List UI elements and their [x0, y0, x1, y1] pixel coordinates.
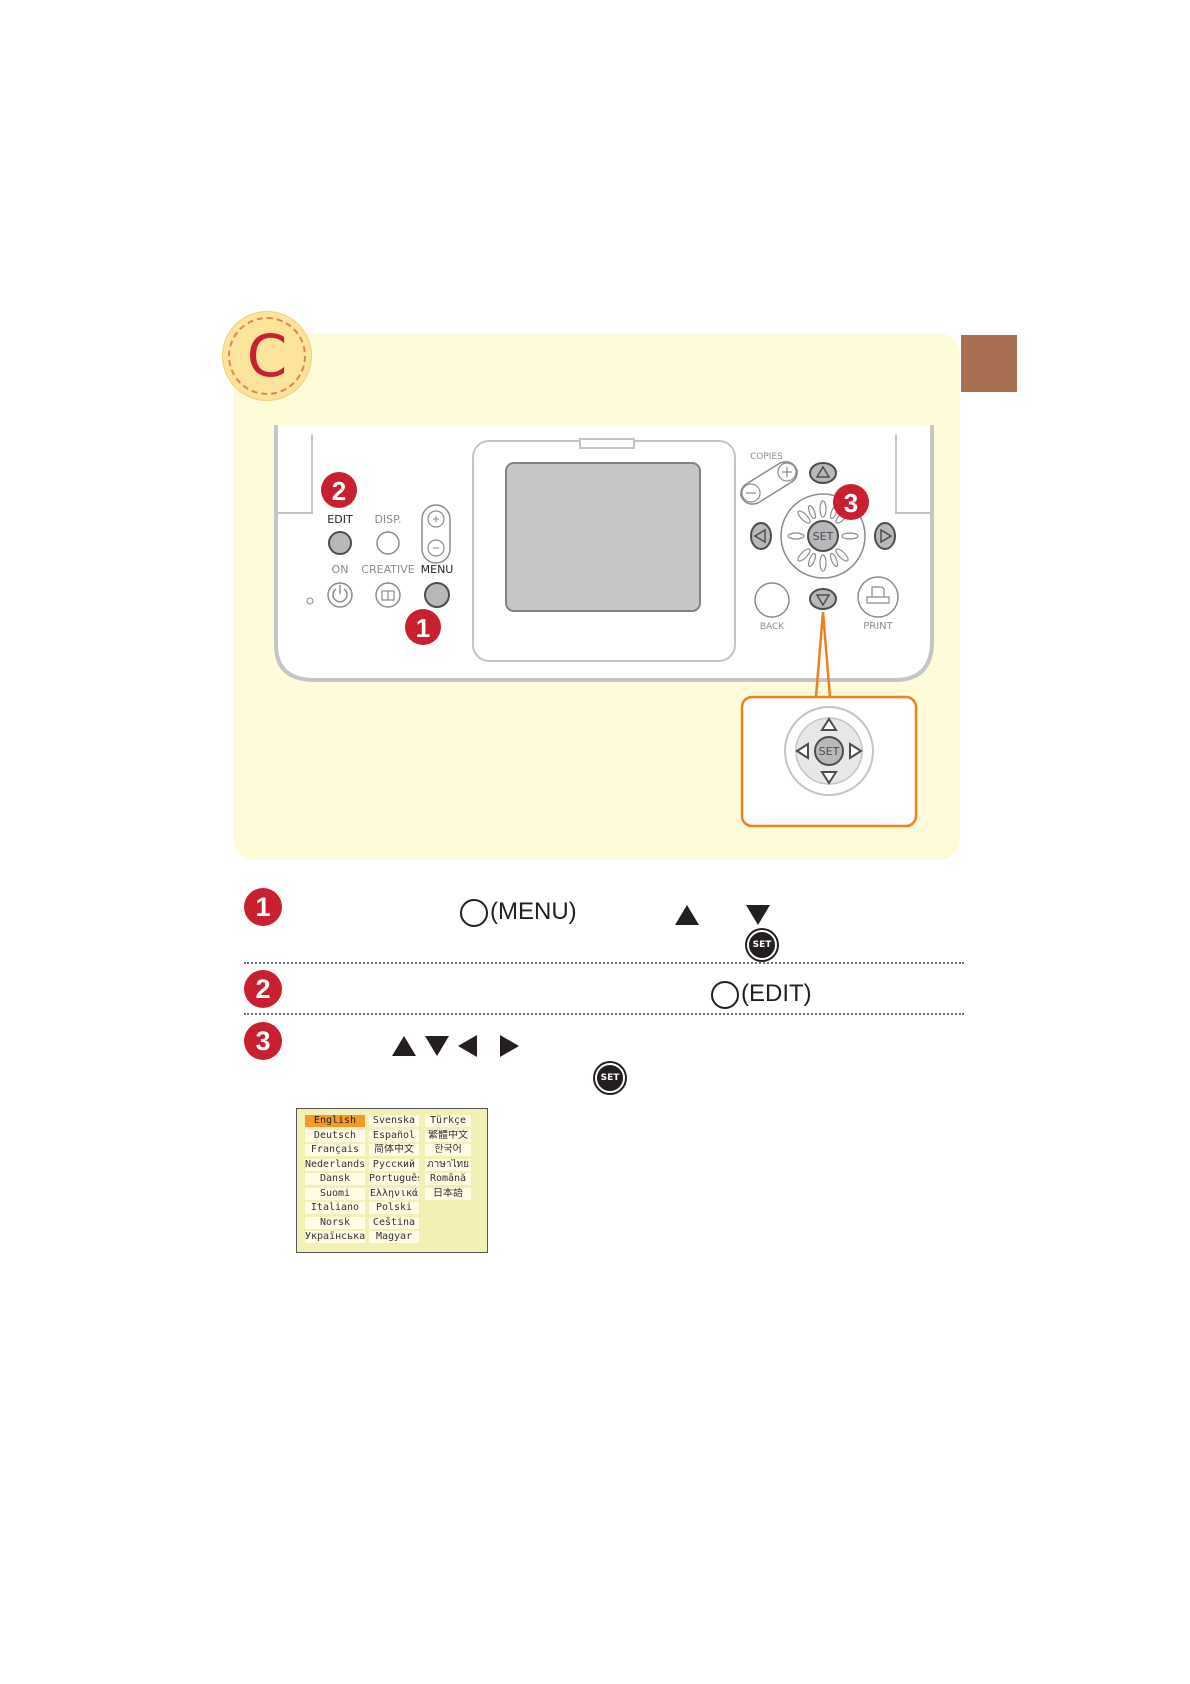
- left-button: [750, 522, 772, 550]
- step-2-edit-button: (EDIT): [711, 980, 812, 1009]
- right-arrow-icon: [500, 1035, 519, 1057]
- language-option[interactable]: Türkçe: [425, 1115, 471, 1127]
- zoom-down-icon: [820, 771, 838, 785]
- language-option[interactable]: Nederlands: [305, 1158, 365, 1171]
- divider: [244, 962, 964, 964]
- language-option[interactable]: Norsk: [305, 1216, 365, 1229]
- set-button: [807, 520, 839, 552]
- language-option[interactable]: Magyar: [369, 1231, 419, 1243]
- back-label: BACK: [760, 622, 785, 632]
- disp-button: [376, 531, 400, 555]
- screen-latch: [579, 438, 635, 449]
- up-arrow-icon: [815, 465, 831, 478]
- language-option[interactable]: English: [305, 1115, 365, 1127]
- left-arrow-icon: [458, 1035, 477, 1057]
- badge-letter: C: [246, 322, 288, 390]
- zoom-up-icon: [820, 717, 838, 731]
- print-label: PRINT: [863, 621, 893, 632]
- language-column-3: Türkçe 繁體中文 한국어 ภาษาไทย Română 日本語: [425, 1115, 471, 1202]
- svg-text:3: 3: [844, 488, 858, 518]
- language-option[interactable]: Italiano: [305, 1202, 365, 1214]
- language-option[interactable]: Suomi: [305, 1187, 365, 1200]
- back-button: [754, 582, 790, 618]
- zoom-leader: [814, 611, 832, 698]
- language-column-1: English Deutsch Français Nederlands Dans…: [305, 1115, 365, 1246]
- badge-ring: [228, 317, 306, 395]
- disp-label: DISP.: [374, 513, 401, 526]
- language-option[interactable]: Polski: [369, 1202, 419, 1214]
- set-button-icon: SET: [595, 1063, 625, 1093]
- language-option[interactable]: 한국어: [425, 1144, 471, 1156]
- step-3-number: 3: [244, 1022, 282, 1060]
- power-icon: [332, 588, 348, 603]
- zoom-left-icon: [795, 742, 809, 760]
- step-1-number: 1: [244, 888, 282, 926]
- svg-text:2: 2: [332, 476, 346, 506]
- language-option[interactable]: Čeština: [369, 1216, 419, 1229]
- print-icon: [866, 586, 890, 604]
- language-selection-screen: English Deutsch Français Nederlands Dans…: [296, 1108, 488, 1253]
- on-label: ON: [332, 563, 349, 576]
- language-column-2: Svenska Español 简体中文 Русский Português Ε…: [369, 1115, 419, 1246]
- language-option[interactable]: Ελληνικά: [369, 1187, 419, 1200]
- down-arrow-icon: [425, 1036, 449, 1056]
- callout-3: [833, 484, 869, 520]
- step-1-menu-button: (MENU): [460, 898, 577, 927]
- language-option[interactable]: Español: [369, 1129, 419, 1142]
- zoom-set-label: SET: [819, 745, 840, 758]
- up-button: [809, 462, 837, 484]
- language-option[interactable]: 日本語: [425, 1187, 471, 1200]
- svg-text:1: 1: [416, 613, 430, 643]
- down-arrow-icon: [746, 905, 770, 925]
- language-option[interactable]: Deutsch: [305, 1129, 365, 1142]
- left-slot: [276, 435, 313, 514]
- callout-1: [405, 609, 441, 645]
- edit-label: EDIT: [327, 513, 353, 526]
- divider: [244, 1013, 964, 1015]
- language-option[interactable]: Português: [369, 1173, 419, 1185]
- language-option[interactable]: Dansk: [305, 1173, 365, 1185]
- language-option[interactable]: Svenska: [369, 1115, 419, 1127]
- left-arrow-icon: [753, 528, 766, 544]
- language-option[interactable]: 简体中文: [369, 1144, 419, 1156]
- menu-label: MENU: [421, 563, 454, 576]
- on-button: [327, 582, 353, 608]
- edit-button: [328, 531, 352, 555]
- copies-label: COPIES: [750, 452, 783, 462]
- led-indicator: [306, 597, 314, 605]
- down-button: [809, 588, 837, 610]
- down-arrow-icon: [815, 594, 831, 607]
- language-option[interactable]: Русский: [369, 1158, 419, 1171]
- step-2-number: 2: [244, 970, 282, 1008]
- circle-button-icon: [460, 898, 488, 927]
- language-option[interactable]: ภาษาไทย: [425, 1158, 471, 1171]
- step-2-button-label: (EDIT): [741, 980, 812, 1007]
- dial-ridges: [787, 500, 859, 572]
- dial-zoom-detail: SET: [740, 695, 918, 828]
- lcd-screen: [505, 462, 701, 612]
- zoom-right-icon: [849, 742, 863, 760]
- right-slot: [895, 435, 932, 514]
- circle-button-icon: [711, 980, 739, 1009]
- set-button-icon: SET: [747, 930, 777, 960]
- language-option[interactable]: Українська: [305, 1231, 365, 1243]
- callout-2: [321, 472, 357, 508]
- right-arrow-icon: [880, 528, 893, 544]
- language-option[interactable]: 繁體中文: [425, 1129, 471, 1142]
- creative-label: CREATIVE: [361, 563, 414, 576]
- set-button-label: SET: [813, 530, 834, 543]
- printer-control-panel: SET EDIT DISP. ON CREATIVE MENU COPIES B…: [274, 425, 934, 698]
- up-arrow-icon: [675, 905, 699, 925]
- up-arrow-icon: [392, 1036, 416, 1056]
- right-button: [874, 522, 896, 550]
- section-tab: [961, 335, 1017, 392]
- language-option[interactable]: Română: [425, 1173, 471, 1185]
- step-1-button-label: (MENU): [490, 898, 577, 925]
- zoom-set-button: [814, 736, 844, 766]
- menu-button: [424, 582, 450, 608]
- language-option[interactable]: Français: [305, 1144, 365, 1156]
- section-badge: C: [222, 311, 312, 401]
